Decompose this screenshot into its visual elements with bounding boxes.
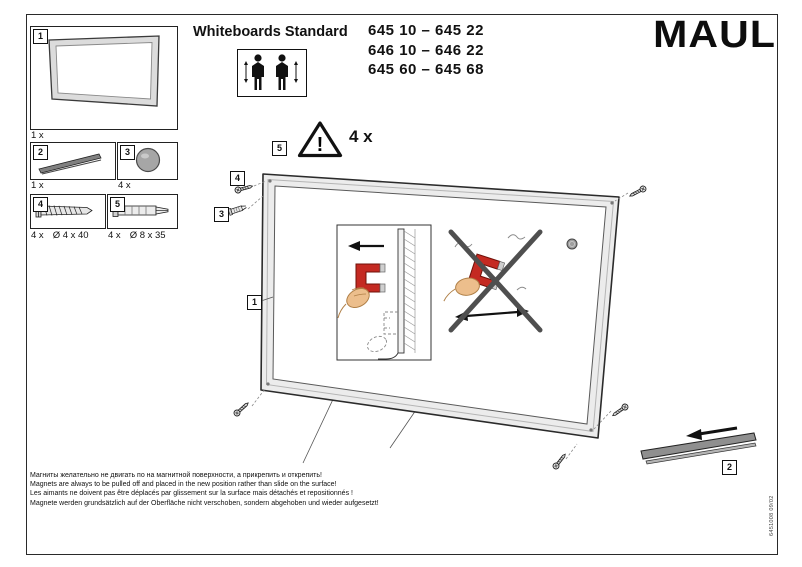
part-box-whiteboard: 1 (30, 26, 178, 130)
part-number-badge: 1 (33, 29, 48, 44)
part-number-badge: 4 (33, 197, 48, 212)
part-box-pentray: 2 (30, 142, 116, 180)
warning-quantity: 4 x (349, 127, 373, 146)
page-border (26, 14, 778, 555)
model-range: 646 10 – 646 22 (368, 41, 484, 59)
part-box-magnet: 3 (117, 142, 178, 180)
part-qty-wallplug: 4 x Ø 8 x 35 (108, 230, 166, 241)
warning-triangle-icon: ! (297, 121, 343, 158)
callout-4: 4 (230, 171, 245, 186)
model-range: 645 60 – 645 68 (368, 61, 484, 78)
part-number-badge: 5 (110, 197, 125, 212)
screw-qty: 4 x (31, 230, 44, 241)
part-qty-screw: 4 x Ø 4 x 40 (31, 230, 89, 241)
part-qty-whiteboard: 1 x (31, 130, 44, 141)
page-title: Whiteboards Standard (193, 24, 348, 40)
magnet-handling-notes: Магниты желательно не двигать по на магн… (30, 471, 379, 508)
callout-5: 5 (272, 141, 287, 156)
model-number-list: 645 10 – 645 22 646 10 – 646 22 645 60 –… (368, 21, 484, 80)
note-german: Magnete werden grundsätzlich auf der Obe… (30, 499, 379, 507)
note-english: Magnets are always to be pulled off and … (30, 481, 337, 489)
document-code: 6451008 09/02 (769, 495, 775, 536)
part-qty-magnet: 4 x (118, 180, 131, 191)
part-box-screw: 4 (30, 194, 106, 229)
note-russian: Магниты желательно не двигать по на магн… (30, 472, 322, 479)
whiteboard-part-icon (48, 35, 160, 107)
wallplug-size: Ø 8 x 35 (129, 230, 166, 241)
model-range: 645 10 – 645 22 (368, 22, 484, 39)
callout-3: 3 (214, 207, 229, 222)
part-number-badge: 3 (120, 145, 135, 160)
two-person-assembly-icon (237, 49, 307, 97)
brand-logo: MAUL (653, 14, 776, 56)
part-number-badge: 2 (33, 145, 48, 160)
two-person-icon (244, 54, 298, 90)
wallplug-qty: 4 x (108, 230, 121, 241)
pen-tray-part-icon (38, 153, 102, 175)
callout-2: 2 (722, 460, 737, 475)
callout-1: 1 (247, 295, 262, 310)
screw-size: Ø 4 x 40 (52, 230, 89, 241)
part-box-wallplug: 5 (107, 194, 178, 229)
part-qty-pentray: 1 x (31, 180, 44, 191)
magnet-part-icon (135, 147, 161, 173)
note-french: Les aimants ne doivent pas être déplacés… (30, 490, 353, 498)
warning-exclamation: ! (317, 134, 324, 156)
